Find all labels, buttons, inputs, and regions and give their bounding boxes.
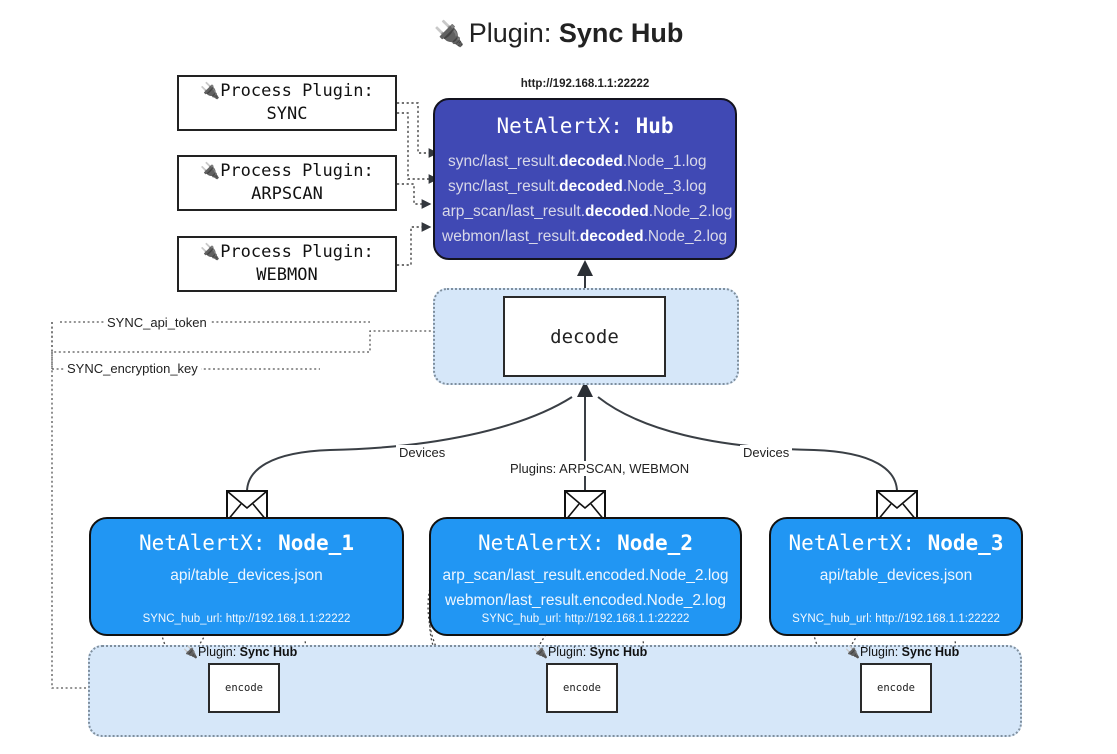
encode-label: encode bbox=[563, 682, 601, 694]
hub-log-row: sync/last_result.decoded.Node_1.log bbox=[448, 153, 707, 170]
hub-log-row: sync/last_result.decoded.Node_3.log bbox=[448, 178, 707, 196]
hub-title: NetAlertX: Hub bbox=[435, 114, 735, 138]
page-title: 🔌Plugin: Sync Hub bbox=[0, 18, 1117, 49]
node-box-1[interactable]: NetAlertX: Node_1 api/table_devices.json… bbox=[89, 517, 404, 636]
encode-box-2[interactable]: encode bbox=[546, 663, 618, 713]
node-title: NetAlertX: Node_1 bbox=[139, 531, 354, 555]
node-line: webmon/last_result.encoded.Node_2.log bbox=[445, 592, 726, 610]
encoder-caption-1: 🔌Plugin: Sync Hub bbox=[183, 645, 298, 659]
process-plugin-sync[interactable]: 🔌Process Plugin: SYNC bbox=[177, 75, 397, 131]
plug-icon: 🔌 bbox=[433, 20, 465, 48]
process-plugin-arpscan[interactable]: 🔌Process Plugin: ARPSCAN bbox=[177, 155, 397, 211]
process-plugin-label: Process Plugin: bbox=[220, 242, 374, 263]
plug-icon: 🔌 bbox=[200, 161, 221, 181]
node-line: api/table_devices.json bbox=[170, 567, 323, 584]
hub-title-name: Hub bbox=[635, 114, 674, 138]
node-footer: SYNC_hub_url: http://192.168.1.1:22222 bbox=[481, 613, 690, 625]
envelope-icon bbox=[226, 490, 268, 522]
hub-log-list: sync/last_result.decoded.Node_1.log sync… bbox=[435, 149, 735, 249]
edge-label-devices-left: Devices bbox=[396, 445, 449, 460]
hub-title-prefix: NetAlertX: bbox=[496, 114, 636, 138]
plug-icon: 🔌 bbox=[183, 645, 198, 659]
edge-label-plugins: Plugins: ARPSCAN, WEBMON bbox=[507, 461, 693, 476]
node-title: NetAlertX: Node_3 bbox=[788, 531, 1004, 555]
hub-log-row: arp_scan/last_result.decoded.Node_2.log bbox=[442, 203, 733, 221]
encoder-caption-2: 🔌Plugin: Sync Hub bbox=[533, 645, 648, 659]
process-plugin-webmon[interactable]: 🔌Process Plugin: WEBMON bbox=[177, 236, 397, 292]
node-line-list: api/table_devices.json bbox=[771, 563, 1021, 588]
edge-label-devices-right: Devices bbox=[740, 445, 793, 460]
secret-label-api-token: SYNC_api_token bbox=[104, 315, 210, 330]
envelope-icon bbox=[564, 490, 606, 522]
node-line-list: arp_scan/last_result.encoded.Node_2.log … bbox=[431, 563, 740, 614]
encoder-caption-3: 🔌Plugin: Sync Hub bbox=[845, 645, 960, 659]
plug-icon: 🔌 bbox=[845, 645, 860, 659]
node-box-2[interactable]: NetAlertX: Node_2 arp_scan/last_result.e… bbox=[429, 517, 742, 636]
node-line: arp_scan/last_result.encoded.Node_2.log bbox=[442, 567, 729, 584]
plug-icon: 🔌 bbox=[533, 645, 548, 659]
encode-label: encode bbox=[225, 682, 263, 694]
hub-node[interactable]: NetAlertX: Hub sync/last_result.decoded.… bbox=[433, 98, 737, 260]
encode-box-1[interactable]: encode bbox=[208, 663, 280, 713]
node-box-3[interactable]: NetAlertX: Node_3 api/table_devices.json… bbox=[769, 517, 1023, 636]
encode-label: encode bbox=[877, 682, 915, 694]
plug-icon: 🔌 bbox=[200, 242, 221, 262]
title-prefix: Plugin: bbox=[468, 18, 559, 48]
process-plugin-name: SYNC bbox=[266, 104, 308, 124]
envelope-icon bbox=[876, 490, 918, 522]
process-plugin-label: Process Plugin: bbox=[220, 81, 374, 102]
process-plugin-name: ARPSCAN bbox=[251, 184, 323, 204]
process-plugin-name: WEBMON bbox=[256, 265, 318, 285]
node-line-list: api/table_devices.json bbox=[91, 563, 402, 588]
hub-log-row: webmon/last_result.decoded.Node_2.log bbox=[442, 228, 728, 246]
node-footer: SYNC_hub_url: http://192.168.1.1:22222 bbox=[792, 613, 1000, 625]
node-footer: SYNC_hub_url: http://192.168.1.1:22222 bbox=[142, 613, 351, 625]
hub-url: http://192.168.1.1:22222 bbox=[520, 78, 650, 90]
plug-icon: 🔌 bbox=[200, 81, 221, 101]
title-name: Sync Hub bbox=[558, 18, 684, 48]
encode-box-3[interactable]: encode bbox=[860, 663, 932, 713]
node-title: NetAlertX: Node_2 bbox=[478, 531, 693, 555]
node-line: api/table_devices.json bbox=[819, 567, 973, 584]
decode-box[interactable]: decode bbox=[503, 296, 666, 377]
process-plugin-label: Process Plugin: bbox=[220, 161, 374, 182]
secret-label-encryption-key: SYNC_encryption_key bbox=[64, 361, 201, 376]
decode-label: decode bbox=[550, 325, 619, 348]
